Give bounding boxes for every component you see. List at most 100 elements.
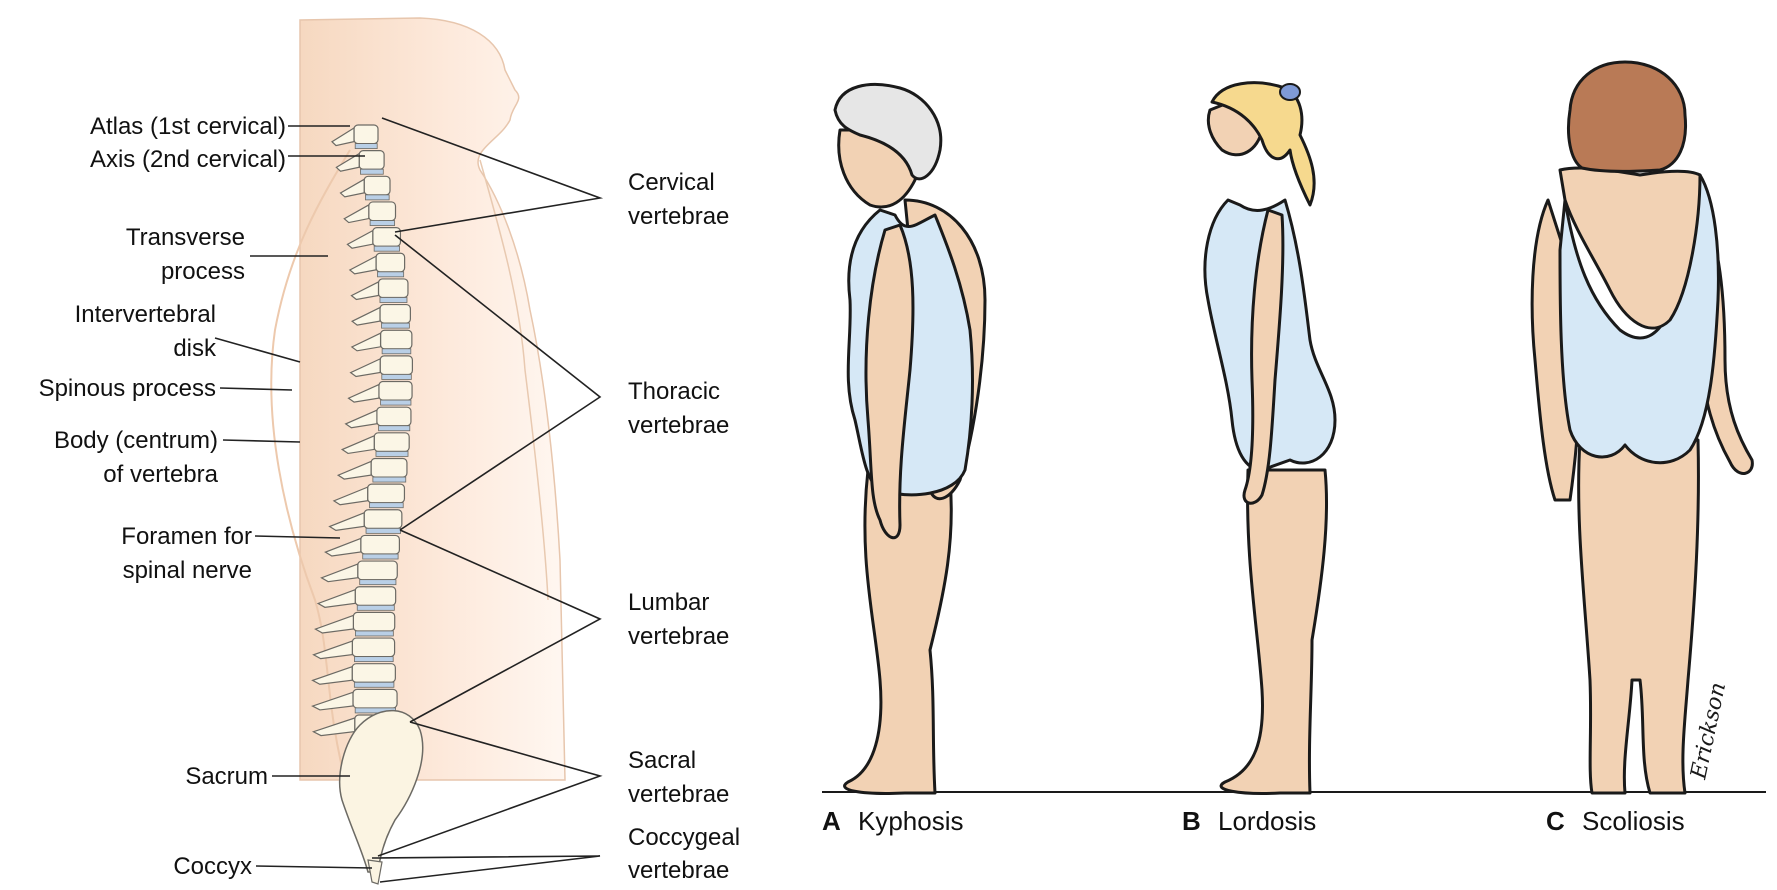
caption-letter-lordosis: B <box>1182 806 1201 836</box>
vertebra-body <box>379 303 411 324</box>
scoliosis-hair <box>1567 60 1688 173</box>
kyphosis-arm <box>864 223 915 539</box>
intervertebral-disk-shape <box>379 297 408 303</box>
intervertebral-disk-shape <box>373 245 400 252</box>
lordosis-arm <box>1242 208 1285 505</box>
intervertebral-disk-shape <box>354 143 378 149</box>
spinous-process-shape <box>343 203 370 224</box>
scoliosis-swimsuit <box>1558 173 1720 465</box>
lordosis-legs <box>1219 468 1329 795</box>
vertebra-body <box>373 432 410 453</box>
vertebra-body <box>357 560 398 581</box>
label-sacral-line1: Sacral <box>628 747 696 774</box>
kyphosis-hair <box>833 83 943 181</box>
vertebra-body <box>379 355 413 376</box>
vertebra-body <box>352 611 396 632</box>
kyphosis-figure <box>833 83 987 795</box>
label-spinous-process: Spinous process <box>39 375 216 402</box>
label-lumbar-line1: Lumbar <box>628 589 709 616</box>
label-coccygeal-line2: vertebrae <box>628 857 729 884</box>
vertebra-body <box>378 380 413 401</box>
intervertebral-disk-shape <box>355 630 394 637</box>
intervertebral-disk-shape <box>372 476 407 483</box>
vertebra-body <box>351 637 396 658</box>
label-body-line2: of vertebra <box>103 461 218 488</box>
spinous-process-shape <box>346 229 374 249</box>
caption-kyphosis: Kyphosis <box>858 806 964 836</box>
spinous-process-shape <box>335 152 360 172</box>
caption-scoliosis: Scoliosis <box>1582 806 1685 836</box>
caption-letter-kyphosis: A <box>822 806 841 836</box>
label-atlas: Atlas (1st cervical) <box>90 113 286 140</box>
scoliosis-legs <box>1577 438 1700 795</box>
spine-panel: Atlas (1st cervical) Axis (2nd cervical)… <box>39 17 740 885</box>
label-thoracic-line2: vertebrae <box>628 412 729 439</box>
spinous-process-shape <box>311 717 356 737</box>
spinous-process-shape <box>311 665 353 685</box>
spinous-process-shape <box>331 126 355 147</box>
intervertebral-disk-shape <box>377 271 405 278</box>
intervertebral-disk-shape <box>378 425 411 432</box>
spinous-process-shape <box>320 563 359 583</box>
caption-letter-scoliosis: C <box>1546 806 1565 836</box>
intervertebral-disk-shape <box>369 502 404 509</box>
spinous-process-shape <box>340 434 375 455</box>
intervertebral-disk-shape <box>381 374 412 380</box>
front-contour <box>479 159 549 601</box>
spinous-process-shape <box>336 460 372 480</box>
vertebra-body <box>370 457 408 478</box>
spinous-process-shape <box>339 178 365 198</box>
intervertebral-disk-shape <box>375 451 409 457</box>
intervertebral-disk-shape <box>365 194 390 201</box>
label-foramen-line1: Foramen for <box>121 523 252 550</box>
intervertebral-disk-shape <box>356 604 395 611</box>
label-thoracic-line1: Thoracic <box>628 378 720 405</box>
vertebra-body <box>379 329 413 350</box>
label-intervertebral-line1: Intervertebral <box>75 301 216 328</box>
vertebra-body <box>375 252 406 273</box>
label-cervical-line2: vertebrae <box>628 203 729 230</box>
spinous-process-shape <box>349 357 381 378</box>
vertebra-body <box>367 483 406 504</box>
spinous-process-shape <box>311 691 354 711</box>
artist-signature: Erickson <box>1686 680 1731 782</box>
intervertebral-disk-shape <box>369 220 396 226</box>
vertebra-body <box>358 150 385 170</box>
spinous-process-shape <box>316 588 356 608</box>
lordosis-figure <box>1203 81 1337 795</box>
label-axis: Axis (2nd cervical) <box>90 146 286 173</box>
vertebra-body <box>368 201 397 222</box>
left-leader-lines <box>214 125 373 869</box>
label-transverse-line1: Transverse <box>126 224 245 251</box>
right-leader-lines <box>371 117 604 883</box>
vertebra-body <box>363 175 391 196</box>
vertebra-body <box>377 278 409 299</box>
scoliosis-figure <box>1530 60 1754 795</box>
vertebra-body <box>360 534 400 555</box>
scoliosis-upper-back <box>1558 166 1702 330</box>
intervertebral-disk-shape <box>354 656 394 663</box>
intervertebral-disk-shape <box>365 527 401 534</box>
spinous-process-shape <box>351 306 381 326</box>
vertebra-body <box>352 688 398 709</box>
intervertebral-disk-shape <box>353 681 395 688</box>
intervertebral-disk-shape <box>380 399 412 406</box>
label-coccygeal-line1: Coccygeal <box>628 824 740 851</box>
vertebra-body <box>351 663 396 683</box>
spinous-process-shape <box>324 537 362 557</box>
vertebral-column <box>311 124 413 737</box>
spinous-process-shape <box>350 280 380 301</box>
spinous-process-shape <box>344 409 378 429</box>
sacrum-shape <box>338 709 424 873</box>
caption-lordosis: Lordosis <box>1218 806 1316 836</box>
back-contour <box>270 149 351 781</box>
vertebra-body <box>354 586 397 606</box>
vertebra-body <box>363 509 403 529</box>
coccyx-shape <box>367 859 383 885</box>
spinous-process-shape <box>314 614 354 634</box>
vertebra-body <box>353 124 379 145</box>
posture-panel: Erickson A Kyphosis B Lordosis C Scolios… <box>822 60 1766 836</box>
intervertebral-disk-shape <box>359 579 397 586</box>
intervertebral-disk-shape <box>381 348 412 355</box>
